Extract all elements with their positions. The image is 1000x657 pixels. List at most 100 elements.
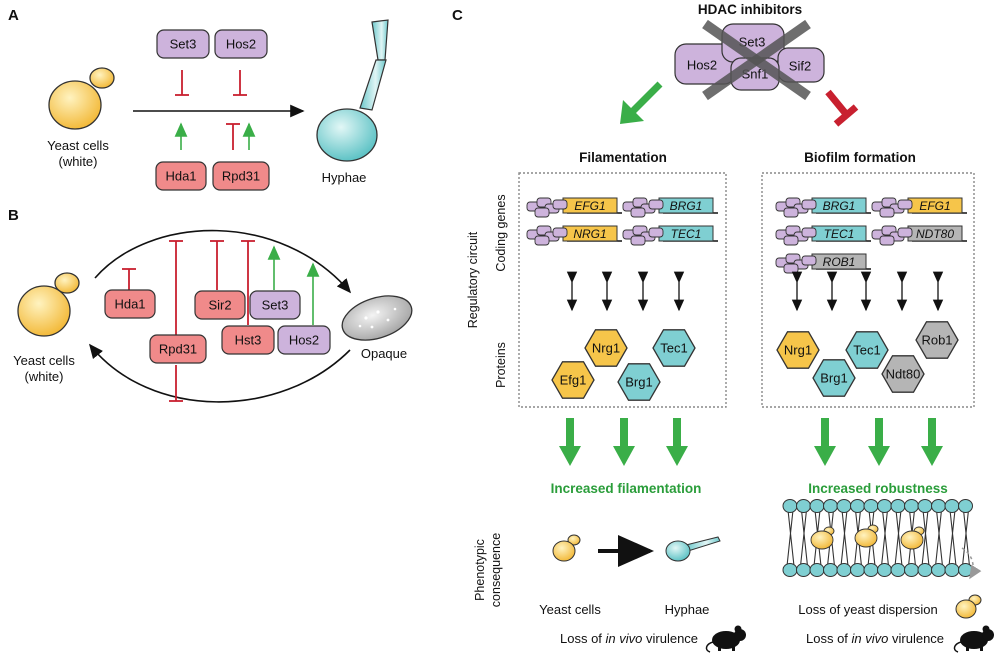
gene-label: ROB1: [823, 255, 856, 269]
gene-brg1: BRG1: [622, 197, 718, 218]
panel-b-box-hst3: Hst3: [221, 325, 275, 355]
dispersion-yeast-cell: [955, 594, 982, 619]
green-down-arrow: [814, 418, 836, 466]
panel-b-letter: B: [8, 207, 19, 224]
dispersion-label: Loss of yeast dispersion: [798, 602, 937, 617]
gene-tec1: TEC1: [775, 225, 871, 246]
panel-b-box-hda1: Hda1: [104, 289, 156, 319]
panel-b-yeast-cell: [17, 272, 80, 337]
protein-nrg1: Nrg1: [776, 331, 820, 369]
gene-brg1: BRG1: [775, 197, 871, 218]
protein-label: Tec1: [660, 341, 687, 356]
panel-b-hda1-label: Hda1: [114, 297, 145, 312]
protein-brg1: Brg1: [812, 359, 856, 397]
complex-sif2-label: Sif2: [789, 59, 811, 74]
panel-b-hos2-label: Hos2: [289, 333, 319, 348]
phenotype-hyphae-label: Hyphae: [665, 602, 710, 617]
panel-b-yeast-sublabel: (white): [24, 369, 63, 384]
panel-c-letter: C: [452, 7, 463, 24]
protein-brg1: Brg1: [617, 363, 661, 401]
biofilm-membrane: [782, 499, 973, 577]
gene-label: EFG1: [574, 199, 605, 213]
panel-b-upper-arrow: [94, 229, 352, 294]
gene-efg1: EFG1: [871, 197, 967, 218]
panel-a-yeast-cell: [48, 67, 115, 130]
gene-label: EFG1: [919, 199, 950, 213]
panel-c-title: HDAC inhibitors: [698, 2, 802, 17]
protein-tec1: Tec1: [845, 331, 889, 369]
protein-label: Tec1: [853, 343, 880, 358]
complex-hos2-label: Hos2: [687, 58, 717, 73]
panel-a-activation-arrows: [174, 122, 256, 150]
gene-label: BRG1: [823, 199, 856, 213]
filamentation-circuit-box: [518, 172, 727, 408]
dispersion-arrow: [961, 547, 982, 580]
phenotype-yeast-label: Yeast cells: [539, 602, 601, 617]
panel-b-box-sir2: Sir2: [194, 290, 246, 320]
phenotypic-label: Phenotypic: [473, 539, 487, 601]
protein-nrg1: Nrg1: [584, 329, 628, 367]
panel-a-box-hos2: Hos2: [214, 29, 268, 59]
increased-robustness-label: Increased robustness: [808, 481, 948, 496]
gene-ndt80: NDT80: [871, 225, 967, 246]
green-arrow-to-filamentation: [620, 81, 663, 124]
biofilm-header: Biofilm formation: [804, 150, 916, 165]
panel-a-inhibition-top: [175, 70, 247, 96]
phenotype-hyphae-cell: [665, 536, 721, 562]
panel-b-box-hos2: Hos2: [277, 325, 331, 355]
gene-label: TEC1: [671, 227, 702, 241]
phenotype-yeast-cell: [552, 534, 581, 562]
gene-protein-double-arrows: [566, 271, 944, 312]
protein-label: Rob1: [921, 333, 952, 348]
consequence-label: consequence: [489, 533, 503, 607]
panel-b-rpd31-label: Rpd31: [159, 342, 197, 357]
panel-a-box-hda1: Hda1: [155, 161, 207, 191]
protein-ndt80: Ndt80: [881, 355, 925, 393]
gene-label: NDT80: [916, 227, 954, 241]
panel-a-hyphae-label: Hyphae: [322, 170, 367, 185]
mouse-icon: [953, 625, 994, 653]
panel-a-yeast-label: Yeast cells: [47, 138, 109, 153]
panel-b-hst3-label: Hst3: [235, 333, 262, 348]
panel-a-hyphae-cell: [316, 19, 389, 162]
green-down-arrow: [666, 418, 688, 466]
proteins-label: Proteins: [494, 342, 508, 388]
panel-b-box-rpd31: Rpd31: [149, 334, 207, 364]
protein-label: Brg1: [625, 375, 652, 390]
filamentation-header: Filamentation: [579, 150, 667, 165]
increased-filamentation-label: Increased filamentation: [551, 481, 702, 496]
protein-label: Nrg1: [592, 341, 620, 356]
protein-efg1: Efg1: [551, 361, 595, 399]
complex-set3-label: Set3: [739, 35, 766, 50]
panel-a-hos2-label: Hos2: [226, 37, 256, 52]
panel-b-inhibition-lines: [122, 240, 255, 402]
panel-a-letter: A: [8, 7, 19, 24]
panel-b-lower-arrow: [88, 343, 351, 403]
panel-b-opaque-cell: [341, 295, 413, 341]
panel-b-activation-arrows: [267, 245, 320, 325]
panel-b-box-set3: Set3: [249, 290, 301, 320]
protein-label: Brg1: [820, 371, 847, 386]
red-inhibit-to-biofilm: [825, 89, 859, 127]
green-down-arrow: [868, 418, 890, 466]
green-down-arrow: [613, 418, 635, 466]
panel-b-opaque-label: Opaque: [361, 346, 407, 361]
gene-label: BRG1: [670, 199, 703, 213]
gene-rob1: ROB1: [775, 253, 871, 274]
protein-label: Nrg1: [784, 343, 812, 358]
panel-a-box-rpd31: Rpd31: [212, 161, 270, 191]
biofilm-circuit-box: [761, 172, 975, 408]
panel-b-yeast-label: Yeast cells: [13, 353, 75, 368]
panel-b-sir2-label: Sir2: [208, 298, 231, 313]
hdac-complex: Hos2 Set3 Snf1 Sif2: [674, 19, 825, 101]
panel-b-set3-label: Set3: [262, 298, 289, 313]
protein-label: Efg1: [560, 373, 587, 388]
panel-a-yeast-sublabel: (white): [58, 154, 97, 169]
protein-label: Ndt80: [886, 367, 921, 382]
gene-label: TEC1: [824, 227, 855, 241]
